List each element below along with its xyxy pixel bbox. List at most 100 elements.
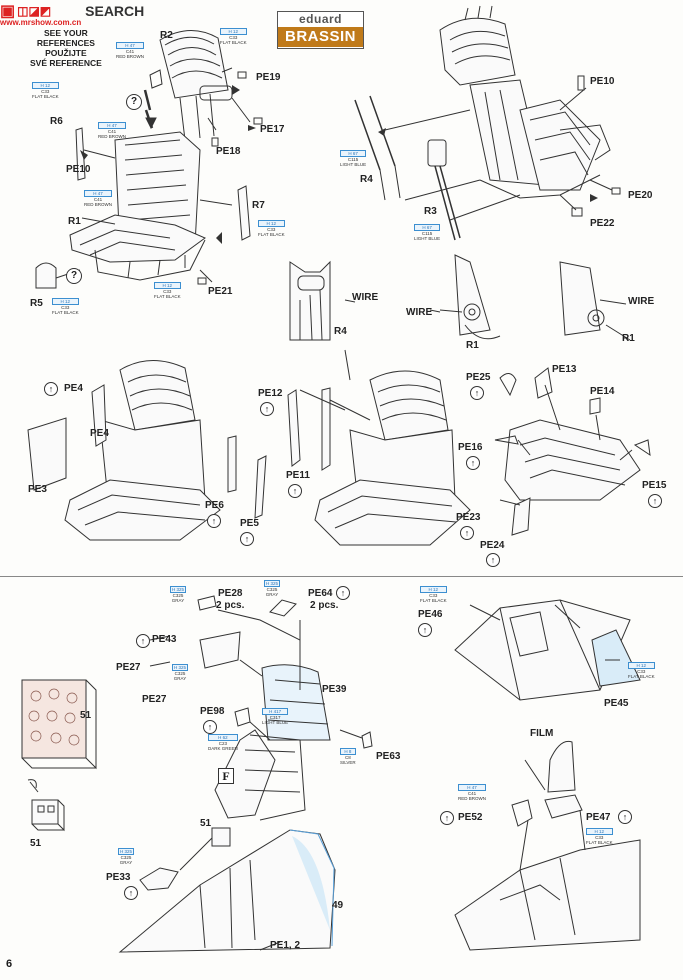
label-r3: R3 bbox=[424, 206, 437, 217]
bend-icon: ↑ bbox=[440, 811, 454, 825]
paint-sub: C41 bbox=[93, 197, 103, 202]
paint-name: FLAT BLACK bbox=[258, 232, 285, 237]
label-r7: R7 bbox=[252, 200, 265, 211]
label-pe47: PE47 bbox=[586, 812, 611, 823]
label-pe5: PE5 bbox=[240, 518, 259, 529]
label-51: 51 bbox=[200, 818, 212, 829]
bend-icon: ↑ bbox=[486, 553, 500, 567]
label-pe14: PE14 bbox=[590, 386, 615, 397]
label-pe43: PE43 bbox=[152, 634, 177, 645]
paint-code: H 47 bbox=[116, 42, 144, 49]
paint-callout: H 12 C33 FLAT BLACK bbox=[32, 82, 59, 99]
bend-icon: ↑ bbox=[136, 634, 150, 648]
bend-icon: ↑ bbox=[466, 456, 480, 470]
brand-logo: eduard BRASSIN bbox=[277, 11, 364, 49]
bend-icon: ↑ bbox=[203, 720, 217, 734]
paint-code: H 47 bbox=[458, 784, 486, 791]
section-divider bbox=[0, 576, 683, 577]
paint-sub: C33 bbox=[229, 35, 238, 40]
bend-icon: ↑ bbox=[260, 402, 274, 416]
label-pe22: PE22 bbox=[590, 218, 615, 229]
paint-code: H 12 bbox=[628, 662, 655, 669]
seat-top-right bbox=[354, 5, 621, 241]
paint-callout: H 8 C8 SILVER bbox=[340, 748, 356, 765]
paint-code: H 67 bbox=[340, 150, 367, 157]
label-pe24: PE24 bbox=[480, 540, 505, 551]
bend-icon: ↑ bbox=[336, 586, 350, 600]
paint-name: GRAY bbox=[173, 676, 187, 681]
paint-callout: H 47 C41 RED BROWN bbox=[116, 42, 144, 59]
paint-name: FLAT BLACK bbox=[628, 674, 655, 679]
paint-sub: C33 bbox=[163, 289, 172, 294]
paint-name: SILVER bbox=[340, 760, 356, 765]
paint-name: FLAT BLACK bbox=[586, 840, 613, 845]
step-flag: F bbox=[218, 768, 234, 784]
paint-callout: H 47 C41 RED BROWN bbox=[98, 122, 126, 139]
label-quantity: 2 pcs. bbox=[310, 600, 339, 611]
paint-name: LIGHT BLUE bbox=[414, 236, 441, 241]
seat-mid-right bbox=[494, 367, 651, 536]
paint-code: H 325 bbox=[170, 586, 187, 593]
bend-icon: ↑ bbox=[240, 532, 254, 546]
paint-code: H 325 bbox=[118, 848, 135, 855]
label-pe27: PE27 bbox=[142, 694, 167, 705]
brand-top: eduard bbox=[298, 12, 342, 26]
paint-sub: C325 bbox=[266, 587, 278, 592]
label-51: 51 bbox=[30, 838, 42, 849]
bend-icon: ↑ bbox=[460, 526, 474, 540]
label-r4-mid: R4 bbox=[334, 326, 347, 337]
watermark-glyphs: ◫◪◩ bbox=[17, 4, 52, 18]
paint-callout: H 12 C33 FLAT BLACK bbox=[220, 28, 247, 45]
note-line-4: SVÉ REFERENCE bbox=[30, 58, 102, 68]
paint-callout: H 325 C325 GRAY bbox=[118, 848, 135, 865]
wire-details bbox=[289, 254, 631, 341]
paint-callout: H 12 C33 FLAT BLACK bbox=[628, 662, 655, 679]
bend-icon: ↑ bbox=[418, 623, 432, 637]
paint-name: LIGHT BLUE bbox=[262, 720, 289, 725]
paint-callout: H 12 C33 FLAT BLACK bbox=[420, 586, 447, 603]
paint-callout: H 47 C41 RED BROWN bbox=[84, 190, 112, 207]
label-pe98: PE98 bbox=[200, 706, 225, 717]
note-line-1: SEE YOUR bbox=[44, 28, 88, 38]
label-r1-mid: R1 bbox=[466, 340, 479, 351]
panel-51 bbox=[21, 679, 97, 832]
bend-icon: ↑ bbox=[44, 382, 58, 396]
paint-sub: C33 bbox=[637, 669, 646, 674]
label-pe15: PE15 bbox=[642, 480, 667, 491]
label-pe52: PE52 bbox=[458, 812, 483, 823]
paint-sub: C41 bbox=[107, 129, 117, 134]
label-pe64: PE64 bbox=[308, 588, 333, 599]
paint-name: GRAY bbox=[171, 598, 185, 603]
reference-note: SEE YOUR REFERENCES POUŽIJTE SVÉ REFEREN… bbox=[30, 28, 102, 68]
label-pe27: PE27 bbox=[116, 662, 141, 673]
label-pe23: PE23 bbox=[456, 512, 481, 523]
label-pe25: PE25 bbox=[466, 372, 491, 383]
paint-name: LIGHT BLUE bbox=[340, 162, 367, 167]
bend-icon: ↑ bbox=[618, 810, 632, 824]
label-pe28: PE28 bbox=[218, 588, 243, 599]
paint-code: H 47 bbox=[98, 122, 126, 129]
label-pe21: PE21 bbox=[208, 286, 233, 297]
paint-sub: C317 bbox=[269, 715, 281, 720]
paint-sub: C33 bbox=[429, 593, 438, 598]
label-pe10: PE10 bbox=[66, 164, 91, 175]
label-pe1-2: PE1, 2 bbox=[270, 940, 301, 951]
label-pe13: PE13 bbox=[552, 364, 577, 375]
paint-code: H 12 bbox=[420, 586, 447, 593]
bend-icon: ↑ bbox=[288, 484, 302, 498]
paint-code: H 62 bbox=[208, 734, 238, 741]
watermark-url: www.mrshow.com.cn bbox=[0, 18, 82, 27]
label-quantity: 2 pcs. bbox=[216, 600, 245, 611]
paint-name: RED BROWN bbox=[84, 202, 112, 207]
paint-sub: C8 bbox=[344, 755, 351, 760]
paint-callout: H 67 C115 LIGHT BLUE bbox=[414, 224, 441, 241]
label-pe17: PE17 bbox=[260, 124, 285, 135]
paint-sub: C325 bbox=[174, 671, 186, 676]
paint-callout: H 417 C317 LIGHT BLUE bbox=[262, 708, 289, 725]
paint-name: RED BROWN bbox=[98, 134, 126, 139]
label-pe4: PE4 bbox=[64, 383, 83, 394]
paint-name: FLAT BLACK bbox=[154, 294, 181, 299]
paint-sub: C41 bbox=[467, 791, 477, 796]
